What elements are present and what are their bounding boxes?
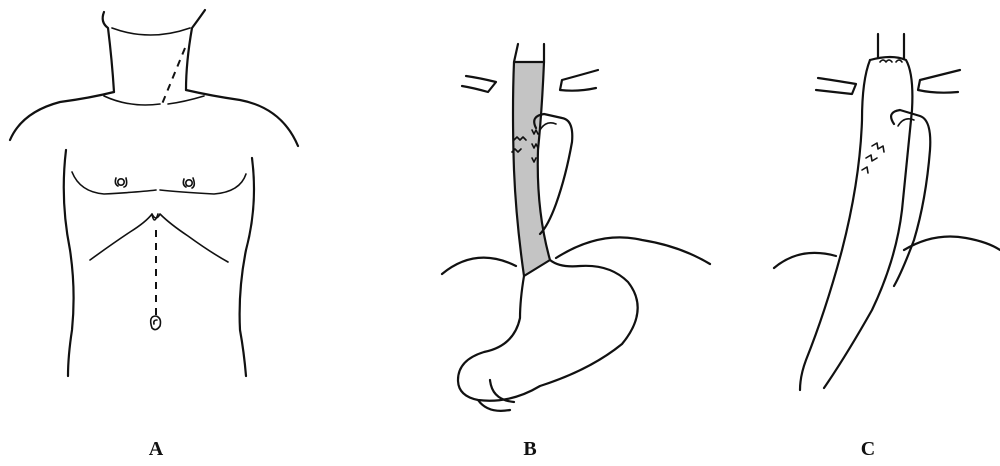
conduit-staple-line bbox=[862, 143, 884, 173]
cervical-incision-dashed bbox=[162, 48, 185, 104]
right-nipple-icon bbox=[183, 178, 194, 188]
costal-margin-line bbox=[90, 214, 228, 262]
panel-b-esophagus-stomach-diagram bbox=[442, 44, 710, 411]
panel-a-torso-diagram bbox=[10, 10, 298, 376]
left-shoulder-outline bbox=[10, 92, 114, 140]
left-nipple-icon bbox=[115, 178, 126, 187]
right-pectoral-line bbox=[160, 174, 246, 194]
left-pectoral-line bbox=[72, 172, 156, 194]
stomach-outline-b bbox=[458, 260, 638, 401]
panel-c-gastric-pullup-diagram bbox=[774, 34, 1000, 390]
right-shoulder-outline bbox=[186, 90, 298, 146]
clavicle-c-left bbox=[816, 78, 856, 94]
gastric-conduit-left-wall bbox=[800, 60, 870, 390]
clavicle-c-right bbox=[918, 70, 960, 93]
neck-left-outline bbox=[103, 12, 114, 92]
diaphragm-left-b bbox=[442, 258, 516, 274]
left-torso-side bbox=[64, 150, 74, 376]
panel-label-b: B bbox=[510, 438, 550, 461]
clavicle-left-line bbox=[104, 96, 160, 105]
gastric-conduit-outline bbox=[824, 57, 912, 388]
resected-esophagus-segment bbox=[513, 62, 550, 276]
vessel-loop-b-inner bbox=[540, 123, 556, 130]
diaphragm-right-c bbox=[904, 237, 1000, 251]
esophagus-upper-left-wall bbox=[514, 44, 518, 62]
right-torso-side bbox=[240, 158, 254, 376]
anastomosis-sutures bbox=[880, 60, 902, 62]
diaphragm-left-c bbox=[774, 253, 836, 268]
clavicle-b-left bbox=[462, 76, 496, 92]
clavicle-right-line bbox=[168, 96, 204, 104]
clavicle-b-right bbox=[560, 70, 598, 91]
diaphragm-right-b bbox=[556, 237, 710, 264]
umbilicus-icon bbox=[151, 316, 161, 330]
panel-label-a: A bbox=[136, 438, 176, 461]
chin-line bbox=[112, 28, 190, 35]
panel-label-c: C bbox=[848, 438, 888, 461]
neck-right-outline bbox=[186, 10, 205, 90]
vessel-loop-c bbox=[891, 110, 930, 286]
stomach-antrum-b bbox=[478, 380, 514, 411]
